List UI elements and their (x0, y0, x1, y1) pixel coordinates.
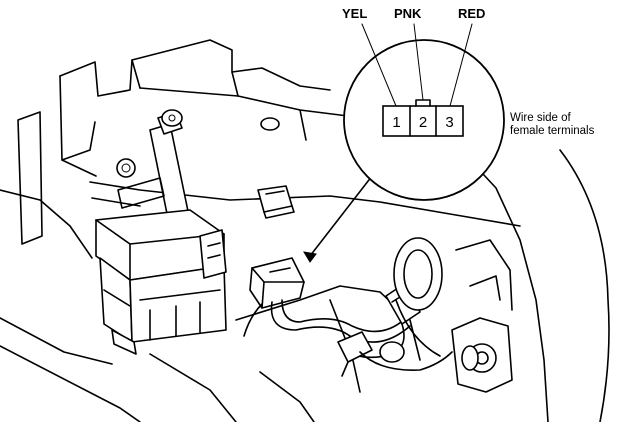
target-connector (243, 257, 411, 343)
caption-line-1: Wire side of (510, 112, 572, 124)
connector-face: 1 2 3 (382, 99, 464, 137)
pin-number-2: 2 (419, 114, 427, 131)
wire-color-red: RED (458, 6, 485, 21)
wire-color-yel: YEL (342, 6, 367, 21)
pin-number-3: 3 (445, 114, 453, 131)
callout-arrow (303, 175, 373, 263)
side-connector (337, 237, 479, 377)
caption-line-2: female terminals (510, 125, 595, 137)
zoom-callout: 1 2 3 (343, 23, 505, 201)
wire-color-pnk: PNK (394, 6, 422, 21)
pin-number-1: 1 (392, 114, 400, 131)
yel-leader-line (361, 23, 397, 107)
dashboard-frame (0, 39, 610, 422)
relay-box (95, 209, 227, 355)
upper-connector (257, 185, 295, 219)
pnk-leader-line (413, 23, 424, 101)
red-leader-line (449, 23, 473, 107)
